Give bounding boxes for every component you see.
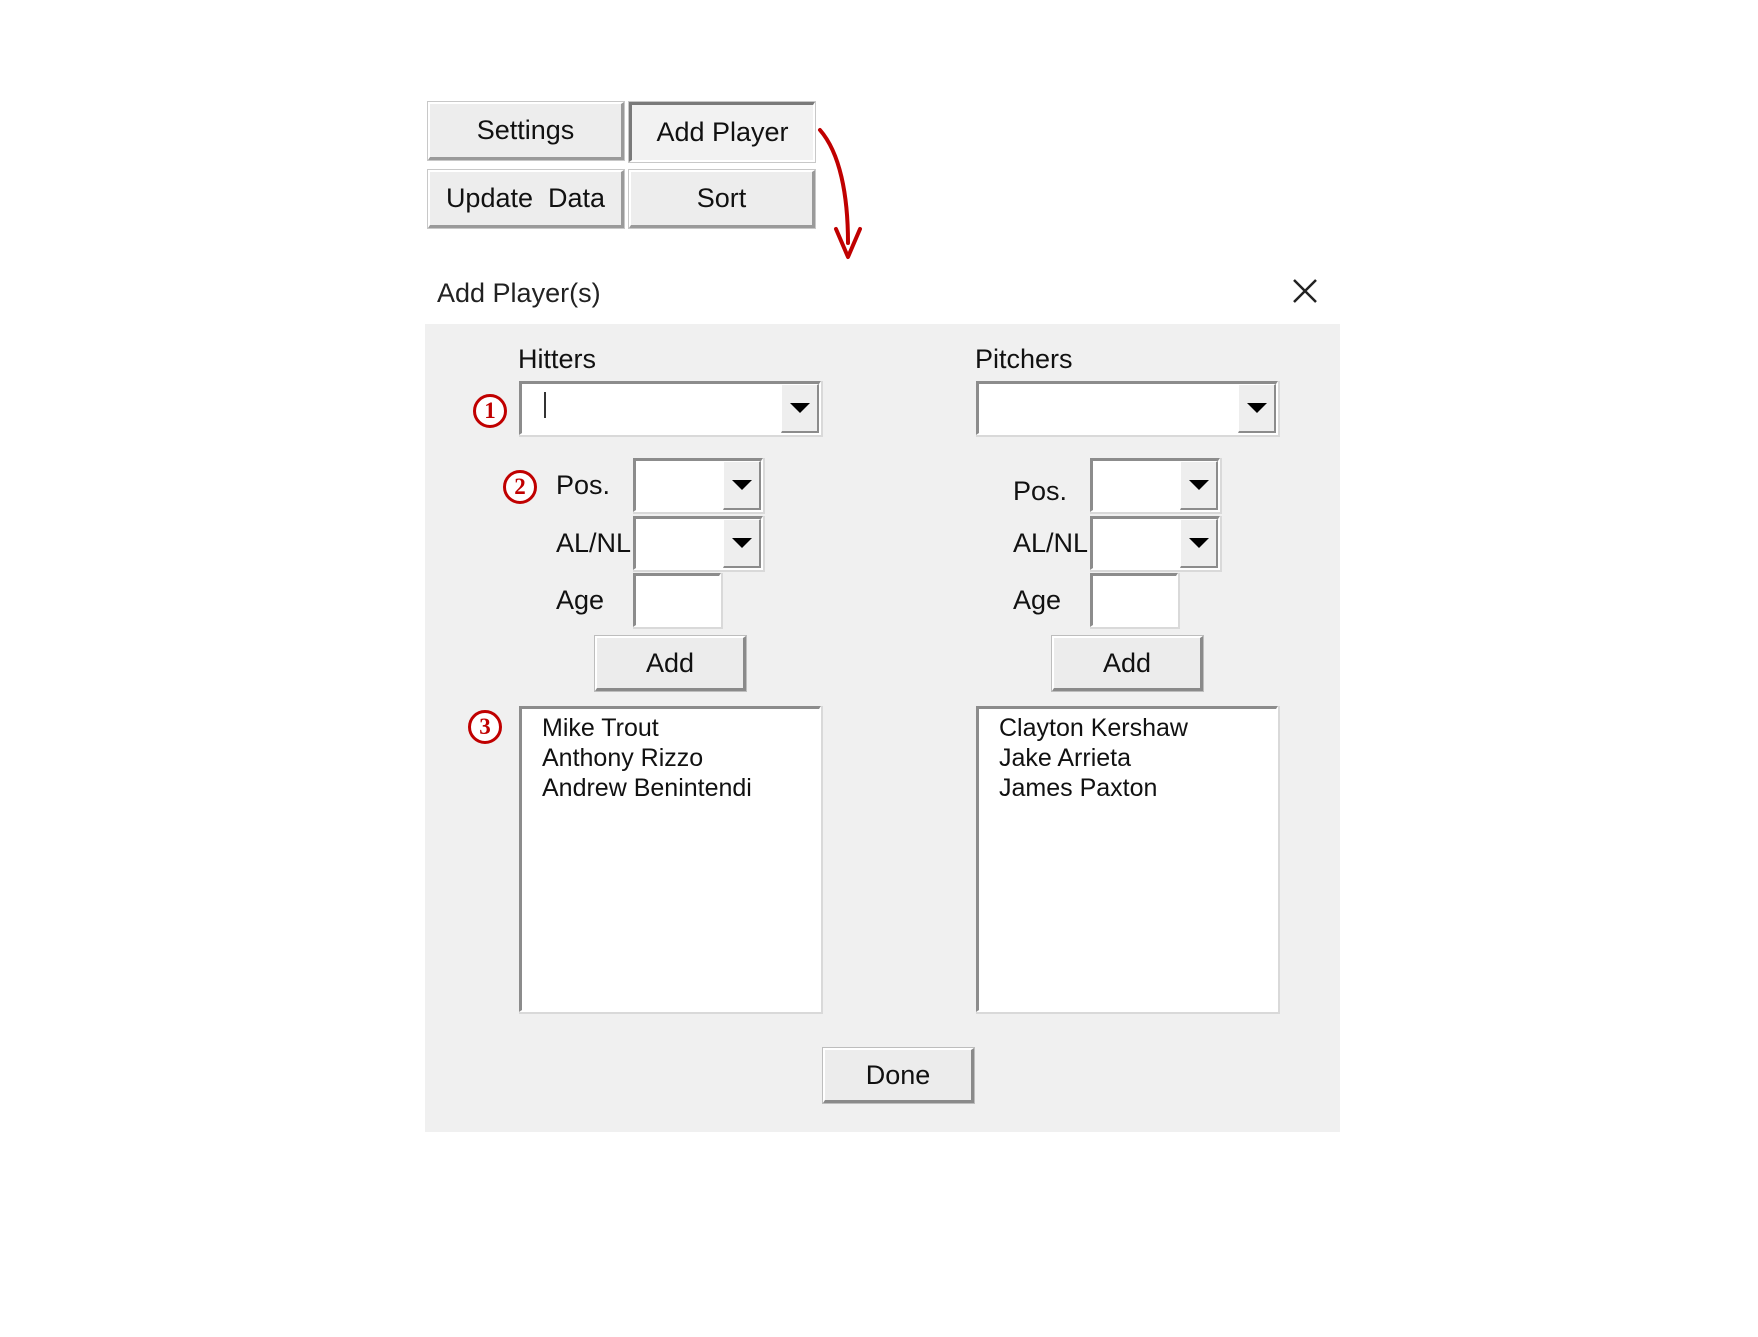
- marker-3: 3: [468, 710, 502, 744]
- chevron-down-icon: [1188, 538, 1209, 548]
- pitchers-pos-label: Pos.: [1013, 476, 1068, 506]
- list-item[interactable]: Clayton Kershaw: [999, 714, 1188, 742]
- chevron-down-icon: [789, 403, 810, 413]
- pitchers-pos-dropdown-button[interactable]: [1180, 461, 1218, 510]
- list-item[interactable]: Jake Arrieta: [999, 744, 1132, 772]
- list-item[interactable]: Mike Trout: [542, 714, 659, 742]
- update-data-button[interactable]: Update Data: [428, 170, 624, 228]
- pitchers-league-dropdown-button[interactable]: [1180, 519, 1218, 568]
- hitters-pos-label: Pos.: [556, 470, 611, 500]
- hitters-pos-combobox[interactable]: [633, 458, 763, 512]
- text-caret: [544, 392, 546, 418]
- hitters-name-dropdown-button[interactable]: [781, 384, 819, 433]
- list-item[interactable]: James Paxton: [999, 774, 1158, 802]
- hitters-pos-dropdown-button[interactable]: [723, 461, 761, 510]
- chevron-down-icon: [731, 538, 752, 548]
- pitchers-name-dropdown-button[interactable]: [1238, 384, 1276, 433]
- list-item[interactable]: Anthony Rizzo: [542, 744, 704, 772]
- marker-1: 1: [473, 394, 507, 428]
- dialog-title: Add Player(s): [437, 278, 601, 308]
- pitchers-add-button[interactable]: Add: [1052, 636, 1203, 691]
- update-data-button-label: Update Data: [445, 183, 606, 213]
- hitters-league-combobox[interactable]: [633, 516, 763, 570]
- hitters-age-label: Age: [556, 585, 605, 615]
- pitchers-listbox[interactable]: Clayton Kershaw Jake Arrieta James Paxto…: [976, 706, 1278, 1012]
- marker-2: 2: [503, 470, 537, 504]
- pitchers-league-combobox[interactable]: [1090, 516, 1220, 570]
- hitters-name-combobox[interactable]: [519, 381, 821, 435]
- sort-button-label: Sort: [696, 183, 747, 213]
- chevron-down-icon: [1188, 480, 1209, 490]
- done-button-label: Done: [865, 1059, 931, 1090]
- pitchers-heading: Pitchers: [975, 344, 1073, 374]
- chevron-down-icon: [731, 480, 752, 490]
- list-item[interactable]: Andrew Benintendi: [542, 774, 752, 802]
- hitters-add-button[interactable]: Add: [595, 636, 746, 691]
- add-player-button[interactable]: Add Player: [629, 102, 815, 162]
- hitters-listbox[interactable]: Mike Trout Anthony Rizzo Andrew Beninten…: [519, 706, 821, 1012]
- chevron-down-icon: [1246, 403, 1267, 413]
- pitchers-league-label: AL/NL: [1013, 528, 1089, 558]
- pitchers-pos-combobox[interactable]: [1090, 458, 1220, 512]
- add-player-button-label: Add Player: [656, 117, 789, 147]
- done-button[interactable]: Done: [823, 1048, 974, 1103]
- pitchers-age-input[interactable]: [1090, 573, 1178, 627]
- hitters-league-label: AL/NL: [556, 528, 632, 558]
- settings-button-label: Settings: [476, 115, 575, 145]
- pitchers-name-combobox[interactable]: [976, 381, 1278, 435]
- hitters-age-input[interactable]: [633, 573, 721, 627]
- settings-button[interactable]: Settings: [428, 102, 624, 160]
- curved-arrow-down-icon: [818, 128, 862, 259]
- pitchers-add-button-label: Add: [1102, 647, 1152, 678]
- close-icon[interactable]: [1292, 278, 1318, 304]
- hitters-add-button-label: Add: [645, 647, 695, 678]
- pitchers-age-label: Age: [1013, 585, 1062, 615]
- hitters-league-dropdown-button[interactable]: [723, 519, 761, 568]
- sort-button[interactable]: Sort: [629, 170, 815, 228]
- hitters-heading: Hitters: [518, 344, 597, 374]
